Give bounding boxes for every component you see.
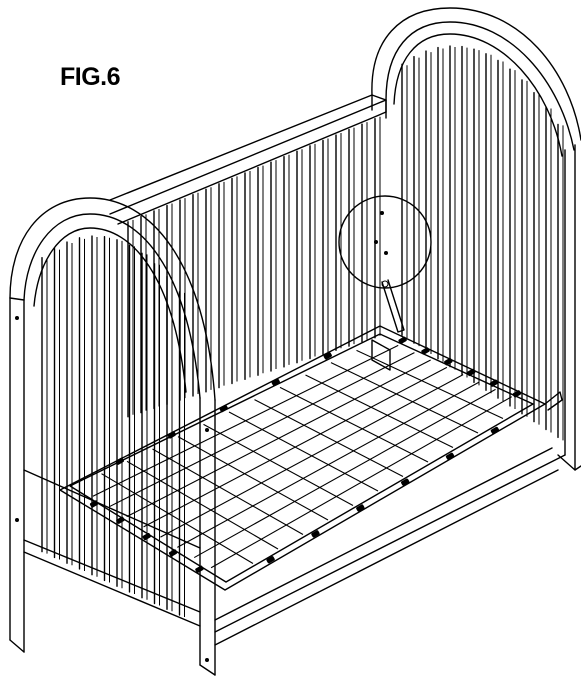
spring-clip [89, 500, 99, 508]
spring-clip [168, 549, 178, 557]
mattress-spring [59, 325, 546, 591]
spring-clip [421, 347, 430, 355]
spring-clip [115, 457, 124, 465]
spring-wire [228, 411, 379, 492]
spring-clip [512, 390, 522, 398]
spring-wire [152, 448, 304, 535]
detail-circle [338, 195, 432, 289]
spring-clip [219, 404, 228, 413]
spring-wire [177, 436, 329, 521]
spring-clip [467, 368, 476, 377]
spring-clip [195, 565, 204, 573]
spring-wire [109, 352, 415, 507]
spring-wire [356, 349, 504, 419]
front-side-rail [214, 447, 566, 646]
spring-clip [266, 556, 275, 564]
spring-wire [160, 374, 464, 538]
spring-wire [305, 374, 454, 448]
spring-clip [116, 516, 125, 524]
spring-clip [398, 336, 407, 344]
spring-wire [193, 388, 496, 559]
front-headboard-slats [41, 235, 185, 618]
spring-clip [490, 426, 500, 435]
back-headboard [371, 7, 581, 471]
spring-wire-grid [92, 344, 513, 569]
spring-wire [279, 386, 429, 463]
spring-clips [89, 336, 522, 573]
spring-wire [330, 362, 479, 434]
figure-label: FIG.6 [60, 63, 121, 91]
spring-wire [177, 381, 480, 548]
back-headboard-slats [401, 45, 564, 441]
spring-clip [401, 478, 410, 486]
spring-wire [126, 359, 431, 518]
spring-clip [311, 530, 320, 538]
front-headboard [9, 197, 216, 676]
spring-wire [101, 473, 254, 564]
spring-wire [92, 344, 399, 497]
hardware-detail [338, 195, 563, 411]
spring-clip [444, 358, 453, 366]
spring-wire [143, 366, 448, 528]
spring-clip [489, 379, 499, 387]
spring-wire [210, 396, 513, 569]
spring-clip [323, 352, 332, 360]
back-side-rail [109, 94, 387, 418]
spring-clip [142, 532, 151, 541]
spring-clip [167, 431, 176, 439]
spring-wire [126, 460, 279, 550]
spring-clip [445, 452, 455, 460]
spring-wire [203, 423, 354, 506]
spring-wire [254, 399, 404, 477]
spring-clip [356, 504, 365, 512]
spring-clip [271, 378, 280, 386]
